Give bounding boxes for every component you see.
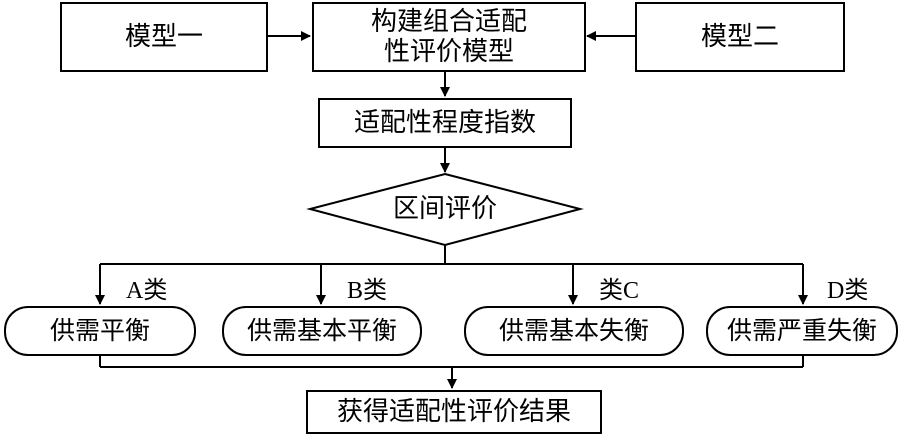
model-two-box: 模型二 bbox=[635, 2, 845, 72]
balance-label: 供需平衡 bbox=[49, 316, 150, 345]
basic-balance-label: 供需基本平衡 bbox=[246, 316, 397, 345]
model-two-label: 模型二 bbox=[700, 22, 779, 52]
balance-pill: 供需平衡 bbox=[4, 306, 196, 356]
build-model-line-2: 性评价模型 bbox=[383, 37, 514, 67]
build-model-box: 构建组合适配 性评价模型 bbox=[312, 2, 586, 72]
branch-label-c: 类C bbox=[599, 278, 640, 304]
branch-label-b: B类 bbox=[347, 278, 388, 304]
branch-label-a: A类 bbox=[126, 278, 168, 304]
build-model-line-1: 构建组合适配 bbox=[370, 7, 527, 37]
index-label: 适配性程度指数 bbox=[353, 108, 536, 138]
basic-imbalance-pill: 供需基本失衡 bbox=[464, 306, 684, 356]
model-one-label: 模型一 bbox=[124, 22, 203, 52]
interval-diamond-shape bbox=[306, 172, 584, 247]
model-one-box: 模型一 bbox=[60, 2, 268, 72]
interval-evaluation-diamond: 区间评价 bbox=[330, 186, 560, 232]
basic-imbalance-label: 供需基本失衡 bbox=[498, 316, 649, 345]
result-label: 获得适配性评价结果 bbox=[336, 397, 571, 427]
result-box: 获得适配性评价结果 bbox=[306, 390, 602, 434]
interval-label: 区间评价 bbox=[392, 194, 497, 224]
branch-label-d: D类 bbox=[827, 278, 869, 304]
index-box: 适配性程度指数 bbox=[318, 98, 572, 148]
severe-imbalance-label: 供需严重失衡 bbox=[726, 316, 877, 345]
basic-balance-pill: 供需基本平衡 bbox=[222, 306, 422, 356]
severe-imbalance-pill: 供需严重失衡 bbox=[706, 306, 898, 356]
